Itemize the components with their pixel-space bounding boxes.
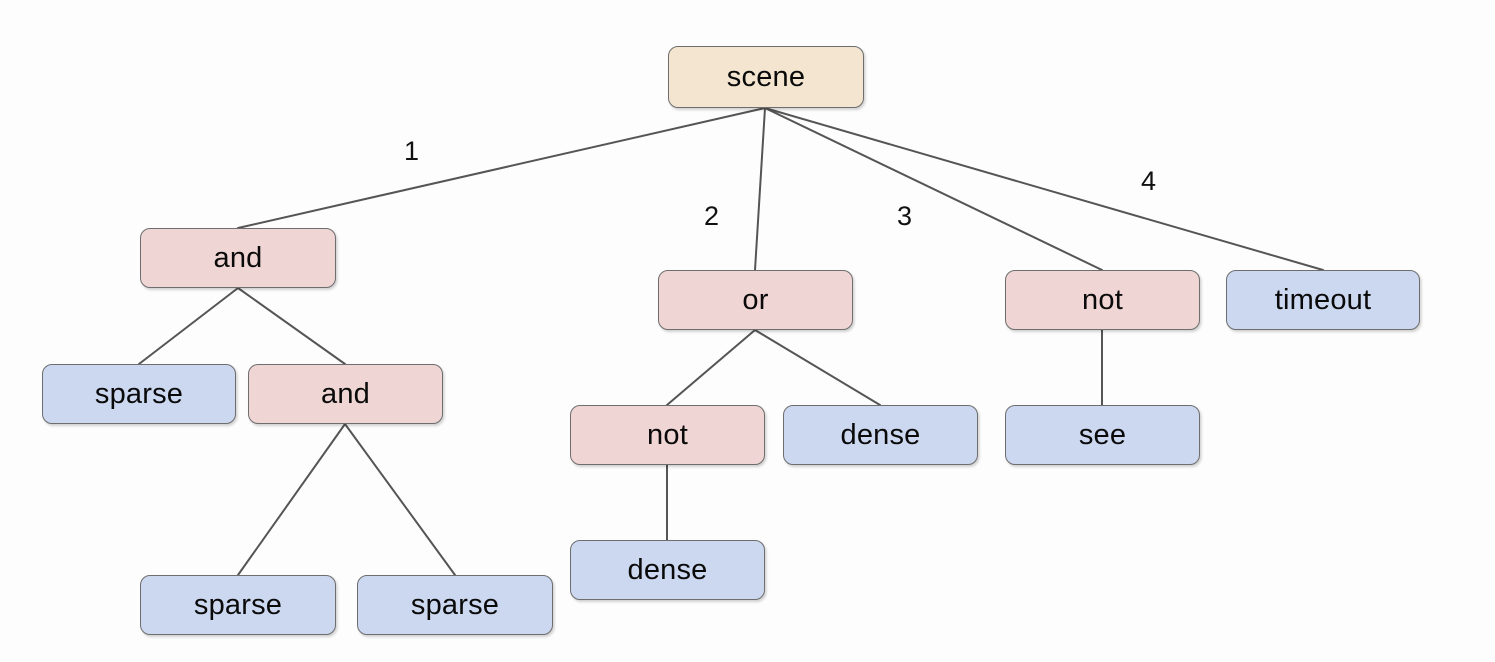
edge-label-2: 2	[704, 201, 720, 231]
tree-edge-or_1-to-not_1	[666, 329, 756, 406]
tree-node-sparse_3[interactable]: sparse	[357, 575, 553, 635]
tree-edge-or_1-to-dense_2	[754, 329, 881, 406]
tree-node-root[interactable]: scene	[668, 46, 864, 108]
tree-node-and_1[interactable]: and	[140, 228, 336, 288]
tree-node-label: dense	[627, 553, 708, 586]
tree-node-timeout_1[interactable]: timeout	[1226, 270, 1420, 330]
tree-edge-and_2-to-sparse_3	[344, 423, 456, 576]
tree-edge-and_2-to-sparse_2	[237, 423, 346, 576]
tree-node-not_2[interactable]: not	[1005, 270, 1200, 330]
tree-node-dense_1[interactable]: dense	[570, 540, 765, 600]
tree-node-label: timeout	[1274, 283, 1372, 316]
tree-node-sparse_1[interactable]: sparse	[42, 364, 236, 424]
tree-edge-and_1-to-sparse_1	[138, 287, 239, 365]
tree-node-not_1[interactable]: not	[570, 405, 765, 465]
tree-node-or_1[interactable]: or	[658, 270, 853, 330]
tree-node-label: and	[213, 241, 263, 274]
tree-edge-root-to-or_1	[754, 107, 766, 271]
tree-edge-root-to-and_1	[237, 107, 766, 229]
tree-node-sparse_2[interactable]: sparse	[140, 575, 336, 635]
tree-node-label: not	[647, 418, 688, 451]
tree-node-label: see	[1078, 418, 1127, 451]
tree-node-label: not	[1082, 283, 1123, 316]
edge-label-4: 4	[1141, 166, 1157, 196]
edge-label-3: 3	[897, 201, 913, 231]
tree-node-dense_2[interactable]: dense	[783, 405, 978, 465]
tree-edge-and_1-to-and_2	[237, 287, 346, 365]
tree-edge-root-to-timeout_1	[764, 107, 1324, 271]
tree-node-label: or	[742, 283, 769, 316]
tree-node-label: sparse	[94, 377, 184, 410]
tree-node-label: scene	[726, 60, 806, 93]
tree-node-label: sparse	[410, 588, 500, 621]
edge-label-1: 1	[404, 136, 420, 166]
tree-node-label: dense	[840, 418, 921, 451]
tree-edge-root-to-not_2	[764, 107, 1103, 271]
tree-node-label: sparse	[193, 588, 283, 621]
tree-node-and_2[interactable]: and	[248, 364, 443, 424]
tree-node-see_1[interactable]: see	[1005, 405, 1200, 465]
tree-node-label: and	[321, 377, 370, 410]
